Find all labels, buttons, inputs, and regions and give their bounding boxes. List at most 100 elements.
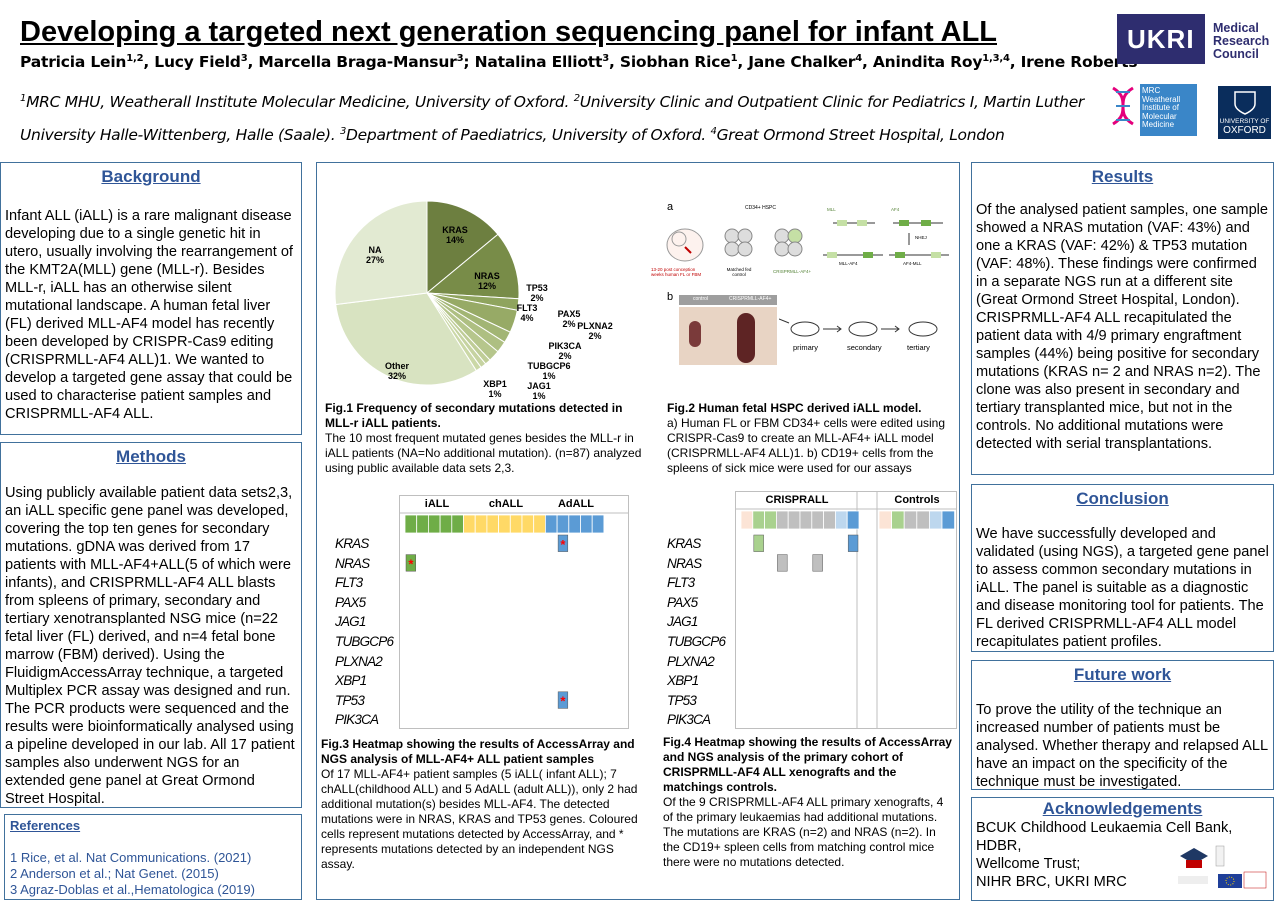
mutation-cell <box>557 691 569 709</box>
mutation-cell <box>753 534 764 552</box>
background-section: Background Infant ALL (iALL) is a rare m… <box>0 162 302 435</box>
gene-label: NRAS <box>667 555 702 571</box>
gene-label: NRAS <box>335 555 370 571</box>
fig3-caption: Fig.3 Heatmap showing the results of Acc… <box>321 737 641 872</box>
sample-color-cell <box>416 514 429 534</box>
pie-slice <box>426 200 499 295</box>
sample-color-cell <box>903 510 918 530</box>
gene-label: JAG1 <box>667 614 698 630</box>
author-separator: , <box>862 53 873 72</box>
reference-item: 2 Anderson et al.; Nat Genet. (2015) <box>10 866 219 881</box>
affiliation-marker: 2 <box>573 93 580 104</box>
sample-color-cell <box>752 510 765 530</box>
ngs-marker: * <box>408 556 414 571</box>
gene-label: TP53 <box>667 692 697 708</box>
sample-color-cell <box>878 510 893 530</box>
sample-color-cell <box>451 514 464 534</box>
gene-label: JAG1 <box>335 614 366 630</box>
cd34-label: CD34+ HSPC <box>745 205 776 211</box>
sample-color-cell <box>787 510 801 530</box>
heatmap-group-label: CRISPRALL <box>766 494 829 506</box>
author-name: Lucy Field <box>154 53 241 72</box>
section-heading: Methods <box>116 447 186 466</box>
gene-label: TUBGCP6 <box>667 633 726 649</box>
wimm-line: Molecular <box>1142 111 1177 121</box>
mrc-line: Medical <box>1213 21 1259 35</box>
section-heading: Results <box>1091 167 1154 186</box>
author-separator: , <box>1009 53 1021 72</box>
sample-color-cell <box>427 514 441 534</box>
author-name: Patricia Lein <box>20 53 127 72</box>
affiliation-marker: 3 <box>339 126 347 137</box>
sample-color-cell <box>568 514 581 534</box>
ukri-logo-text: UKRI <box>1127 24 1195 54</box>
gene-label: PAX5 <box>667 594 698 610</box>
gene-fusion-diagram <box>823 220 949 258</box>
heatmap-frame <box>735 491 957 729</box>
author-affiliation-marker: 4 <box>855 53 862 64</box>
fig2-caption-title: Fig.2 Human fetal HSPC derived iALL mode… <box>667 401 922 415</box>
panel-label-b: b <box>667 291 674 303</box>
oxford-crest-icon <box>1233 91 1256 115</box>
heatmap-group-label: chALL <box>489 498 524 510</box>
fig2-illustration: a CD34+ HSPC 13-20 post conception weeks… <box>651 183 957 403</box>
gene-label: PAX5 <box>335 594 366 610</box>
mutation-cell <box>777 554 788 572</box>
sample-color-cell <box>474 514 488 534</box>
conclusion-section: Conclusion We have successfully develope… <box>971 484 1274 652</box>
secondary-label: secondary <box>847 343 882 352</box>
ngs-marker: * <box>560 694 566 709</box>
fig1-caption-text: The 10 most frequent mutated genes besid… <box>325 431 642 475</box>
section-heading: Future work <box>1073 665 1172 684</box>
affiliation-marker: 4 <box>710 126 717 137</box>
mrc-logo-text: Medical Research Council <box>1213 22 1269 61</box>
sample-color-cell <box>544 514 558 534</box>
gene-label: PLXNA2 <box>667 653 715 669</box>
primary-label: primary <box>793 343 819 352</box>
spleen-header-bar <box>679 295 777 305</box>
affiliations-line-2: University Halle-Wittenberg, Halle (Saal… <box>20 126 1005 144</box>
affiliation-text: Department of Paediatrics, University of… <box>346 126 711 145</box>
section-heading: Acknowledgements <box>1042 799 1203 818</box>
sample-color-cell <box>498 514 511 534</box>
pie-slice <box>425 233 520 300</box>
sample-color-cell <box>776 510 789 530</box>
acknowledgement-item: NIHR BRC, UKRI MRC <box>976 874 1127 890</box>
wimm-line: Institute of <box>1142 103 1179 113</box>
acknowledgement-item: Wellcome Trust; <box>976 856 1081 872</box>
panel-label-a: a <box>667 201 674 213</box>
sample-color-cell <box>463 514 476 534</box>
acknowledgement-item: BCUK Childhood Leukaemia Cell Bank, <box>976 820 1233 836</box>
nhej-label: NHEJ <box>915 235 927 240</box>
fig3-caption-text: Of 17 MLL-AF4+ patient samples (5 iALL( … <box>321 767 638 871</box>
spleen-photo <box>679 307 777 365</box>
wimm-logo: MRC Weatherall Institute of Molecular Me… <box>1140 84 1197 136</box>
mutation-cell <box>405 554 416 572</box>
author-name: Jane Chalker <box>748 53 856 72</box>
heatmap-group-label: Controls <box>894 494 939 506</box>
sample-color-cell <box>835 510 848 530</box>
gene-label: FLT3 <box>335 575 363 591</box>
results-section: Results Of the analysed patient samples,… <box>971 162 1274 475</box>
gene-label: PIK3CA <box>667 712 711 728</box>
author-affiliation-marker: 1 <box>730 53 738 64</box>
acknowledgements-section: Acknowledgements BCUK Childhood Leukaemi… <box>971 797 1274 901</box>
gene-label: PIK3CA <box>335 712 379 728</box>
section-body: We have successfully developed and valid… <box>976 526 1269 650</box>
methods-section: Methods Using publicly available patient… <box>0 442 302 808</box>
ngs-marker: * <box>560 537 566 552</box>
sample-color-cell <box>580 514 593 534</box>
gene-label: TP53 <box>335 692 365 708</box>
mutation-cell <box>812 554 823 572</box>
sample-color-cell <box>439 514 453 534</box>
